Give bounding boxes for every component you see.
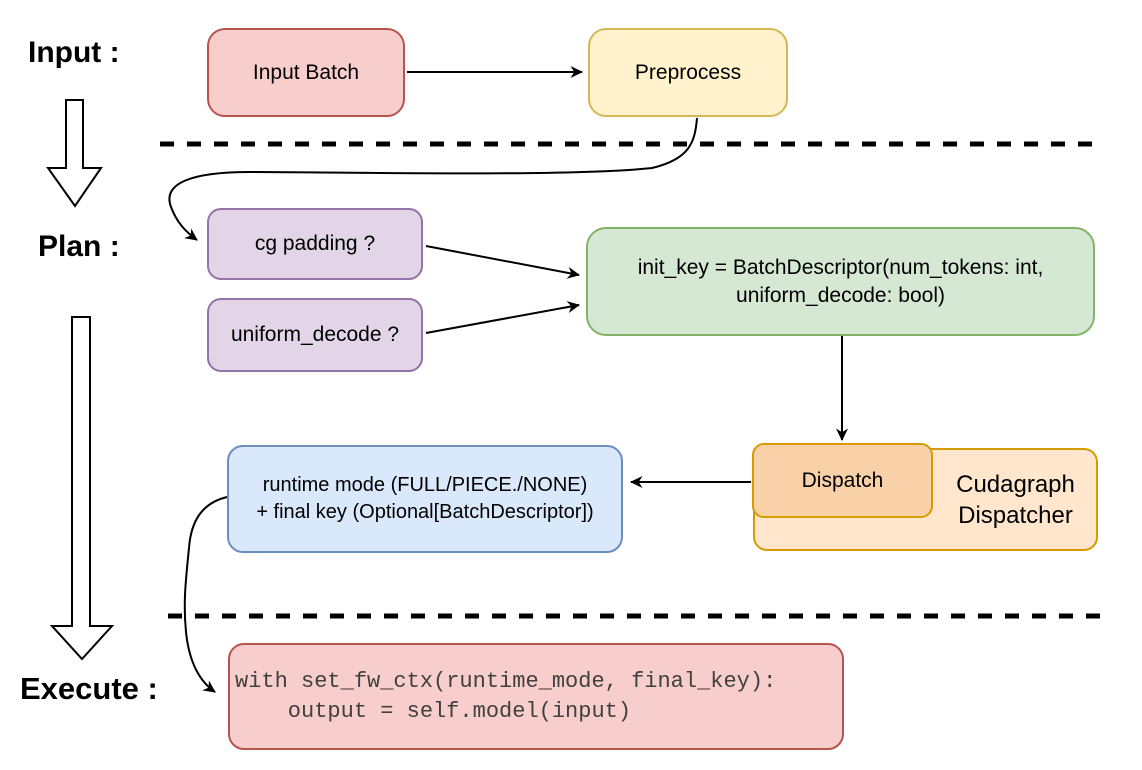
cudagraph-label-line2: Dispatcher <box>958 501 1073 529</box>
runtime-result-line1: runtime mode (FULL/PIECE./NONE) <box>262 474 588 496</box>
node-input-batch-label: Input Batch <box>252 60 360 84</box>
cudagraph-label-line1: Cudagraph <box>956 470 1075 498</box>
hollow-arrow-plan-to-execute <box>49 316 115 661</box>
node-dispatch-label: Dispatch <box>801 468 884 492</box>
runtime-result-line2: + final key (Optional[BatchDescriptor]) <box>256 501 594 523</box>
node-runtime-result: runtime mode (FULL/PIECE./NONE) + final … <box>227 445 623 553</box>
stage-label-plan: Plan : <box>38 230 120 263</box>
edge-cgpadding-initkey <box>425 245 580 279</box>
edge-uniformdecode-initkey <box>425 301 580 334</box>
execute-code-line2: output = self.model(input) <box>235 698 632 724</box>
node-cudagraph-dispatcher-label: Cudagraph Dispatcher <box>933 448 1098 551</box>
node-execute-code: with set_fw_ctx(runtime_mode, final_key)… <box>228 643 844 750</box>
node-init-key-line2: uniform_decode: bool) <box>736 283 945 307</box>
stage-label-input: Input : <box>28 36 120 69</box>
stage-label-execute: Execute : <box>20 671 158 706</box>
node-uniform-decode: uniform_decode ? <box>207 298 423 372</box>
hollow-arrow-input-to-plan <box>46 99 103 208</box>
node-cg-padding-label: cg padding ? <box>254 232 376 255</box>
node-preprocess: Preprocess <box>588 28 788 117</box>
execute-code-line1: with set_fw_ctx(runtime_mode, final_key)… <box>235 668 777 694</box>
edge-runtime-executecode <box>183 496 228 693</box>
node-uniform-decode-label: uniform_decode ? <box>230 323 400 346</box>
node-dispatch: Dispatch <box>752 443 933 518</box>
node-init-key-line1: init_key = BatchDescriptor(num_tokens: i… <box>637 255 1044 279</box>
node-cg-padding: cg padding ? <box>207 208 423 280</box>
node-preprocess-label: Preprocess <box>634 60 742 84</box>
node-init-key: init_key = BatchDescriptor(num_tokens: i… <box>586 227 1095 336</box>
edge-preprocess-cgpadding <box>168 117 698 241</box>
node-input-batch: Input Batch <box>207 28 405 117</box>
